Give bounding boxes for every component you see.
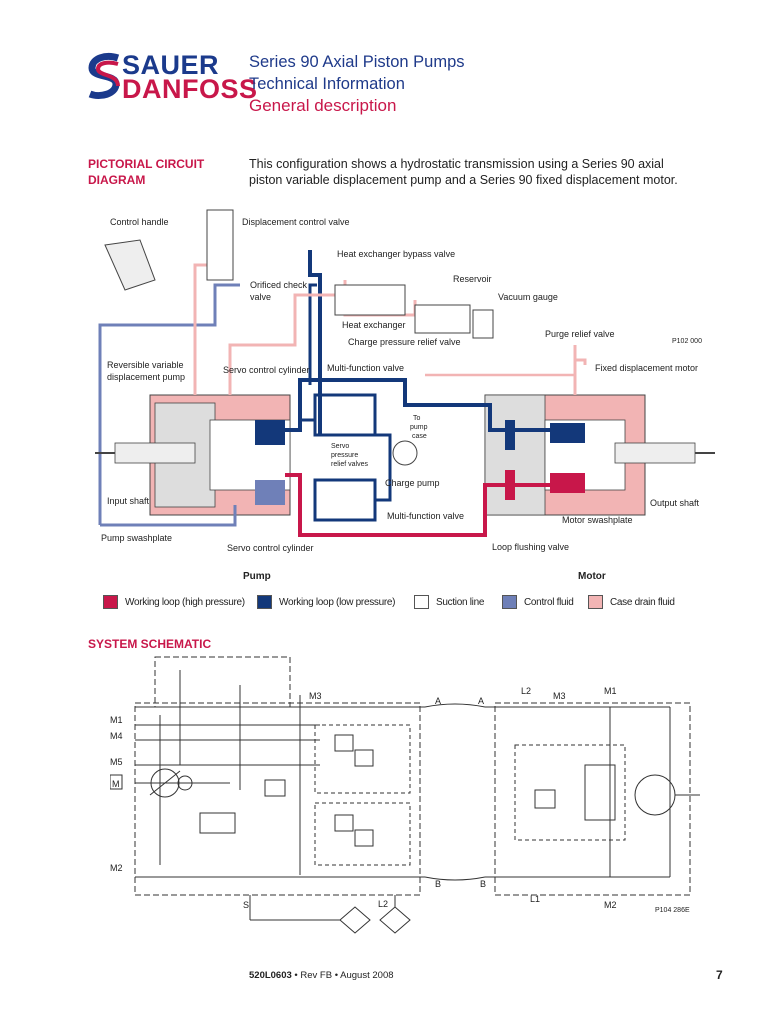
legend-swatch-suction: [414, 595, 429, 609]
footer-doc-number: 520L0603: [249, 970, 292, 981]
pictorial-circuit-diagram: Control handle Displacement control valv…: [95, 209, 715, 553]
reservoir: [414, 304, 471, 334]
legend-swatch-control: [502, 595, 517, 609]
pictorial-heading-line2: DIAGRAM: [88, 173, 146, 187]
legend-swatch-low-pressure: [257, 595, 272, 609]
displacement-control-valve: [206, 209, 234, 281]
label-output-shaft: Output shaft: [650, 498, 700, 508]
label-to-pump-case-3: case: [412, 433, 427, 440]
legend-label: Control fluid: [524, 596, 574, 608]
label-loop-flushing-valve: Loop flushing valve: [492, 542, 569, 552]
legend-swatch-case-drain: [588, 595, 603, 609]
label-fixed-displacement-motor: Fixed displacement motor: [595, 363, 698, 373]
port-m: M: [112, 779, 120, 789]
footer-revision: • Rev FB • August 2008: [291, 970, 394, 981]
port-a-right: A: [478, 696, 484, 706]
label-reservoir: Reservoir: [453, 274, 492, 284]
port-m2: M2: [110, 863, 123, 873]
label-to-pump-case-1: To: [413, 415, 421, 422]
legend-item: Control fluid: [502, 594, 574, 610]
sauer-danfoss-logo: SAUER DANFOSS: [88, 50, 257, 103]
label-reversible-1: Reversible variable: [107, 360, 184, 370]
header-technical-info: Technical Information: [249, 75, 405, 93]
port-m4: M4: [110, 731, 123, 741]
header-series-title: Series 90 Axial Piston Pumps: [249, 53, 465, 71]
label-control-handle: Control handle: [110, 217, 169, 227]
header-section-title: General description: [249, 96, 397, 115]
label-pump-swashplate: Pump swashplate: [101, 533, 172, 543]
legend-item: Suction line: [414, 594, 484, 610]
label-servo-relief-3: relief valves: [331, 461, 368, 468]
legend-label: Suction line: [436, 596, 485, 608]
port-b-left: B: [435, 879, 441, 889]
logo-text-sauer: SAUER: [122, 50, 220, 80]
control-handle: [104, 239, 156, 291]
label-heat-exchanger-bypass-valve: Heat exchanger bypass valve: [337, 249, 455, 259]
label-displacement-control-valve: Displacement control valve: [242, 217, 350, 227]
logo-s-mark-icon: [88, 52, 120, 100]
legend-item: Working loop (low pressure): [257, 594, 396, 610]
label-motor-swashplate: Motor swashplate: [562, 515, 633, 525]
label-servo-relief-1: Servo: [331, 443, 349, 450]
port-m2-right: M2: [604, 900, 617, 910]
port-l2-bottom: L2: [378, 899, 388, 909]
port-m5: M5: [110, 757, 123, 767]
label-multi-function-valve-bottom: Multi-function valve: [387, 511, 464, 521]
schematic-heading: SYSTEM SCHEMATIC: [88, 637, 212, 651]
label-input-shaft: Input shaft: [107, 496, 150, 506]
label-orificed-check-2: valve: [250, 292, 271, 302]
port-m1-right: M1: [604, 686, 617, 696]
label-heat-exchanger: Heat exchanger: [342, 320, 406, 330]
port-l2-top: L2: [521, 686, 531, 696]
legend-item: Working loop (high pressure): [103, 594, 245, 610]
port-l1: L1: [530, 894, 540, 904]
pictorial-ref: P102 000: [672, 338, 702, 345]
system-schematic: M1 M4 M5 M M2 M3 A A B B L2 M3 M1 S L2 L…: [110, 656, 700, 934]
label-multi-function-valve-top: Multi-function valve: [327, 363, 404, 373]
port-m3: M3: [309, 691, 322, 701]
vacuum-gauge: [472, 309, 494, 339]
pump-body: [114, 394, 291, 516]
footer-doc-info: 520L0603 • Rev FB • August 2008: [249, 970, 394, 981]
legend-pump-heading: Pump: [243, 571, 271, 582]
label-servo-relief-2: pressure: [331, 452, 358, 459]
port-s: S: [243, 900, 249, 910]
schematic-ref: P104 286E: [655, 907, 690, 914]
legend-item: Case drain fluid: [588, 594, 675, 610]
label-servo-control-cylinder-top: Servo control cylinder: [223, 365, 310, 375]
port-m3-right: M3: [553, 691, 566, 701]
pictorial-intro: This configuration shows a hydrostatic t…: [249, 157, 678, 187]
logo-text-danfoss: DANFOSS: [122, 74, 258, 104]
legend-label: Working loop (low pressure): [279, 596, 396, 608]
page-number: 7: [716, 968, 723, 982]
multi-function-valve-top: [313, 393, 377, 437]
label-to-pump-case-2: pump: [410, 424, 428, 431]
label-purge-relief-valve: Purge relief valve: [545, 329, 615, 339]
charge-pump: [392, 440, 418, 466]
multi-function-valve-bottom: [313, 478, 377, 522]
legend-swatch-high-pressure: [103, 595, 118, 609]
label-charge-pressure-relief-valve: Charge pressure relief valve: [348, 337, 461, 347]
label-servo-control-cylinder-bottom: Servo control cylinder: [227, 543, 314, 553]
label-charge-pump: Charge pump: [385, 478, 440, 488]
legend-label: Case drain fluid: [610, 596, 675, 608]
port-m1: M1: [110, 715, 123, 725]
heat-exchanger: [334, 284, 406, 316]
label-vacuum-gauge: Vacuum gauge: [498, 292, 558, 302]
label-reversible-2: displacement pump: [107, 372, 185, 382]
label-orificed-check-1: Orificed check: [250, 280, 308, 290]
motor-body: [484, 394, 696, 516]
legend-motor-heading: Motor: [578, 571, 606, 582]
legend-label: Working loop (high pressure): [125, 596, 245, 608]
port-b-right: B: [480, 879, 486, 889]
port-a-left: A: [435, 696, 441, 706]
pictorial-heading-line1: PICTORIAL CIRCUIT: [88, 157, 205, 171]
